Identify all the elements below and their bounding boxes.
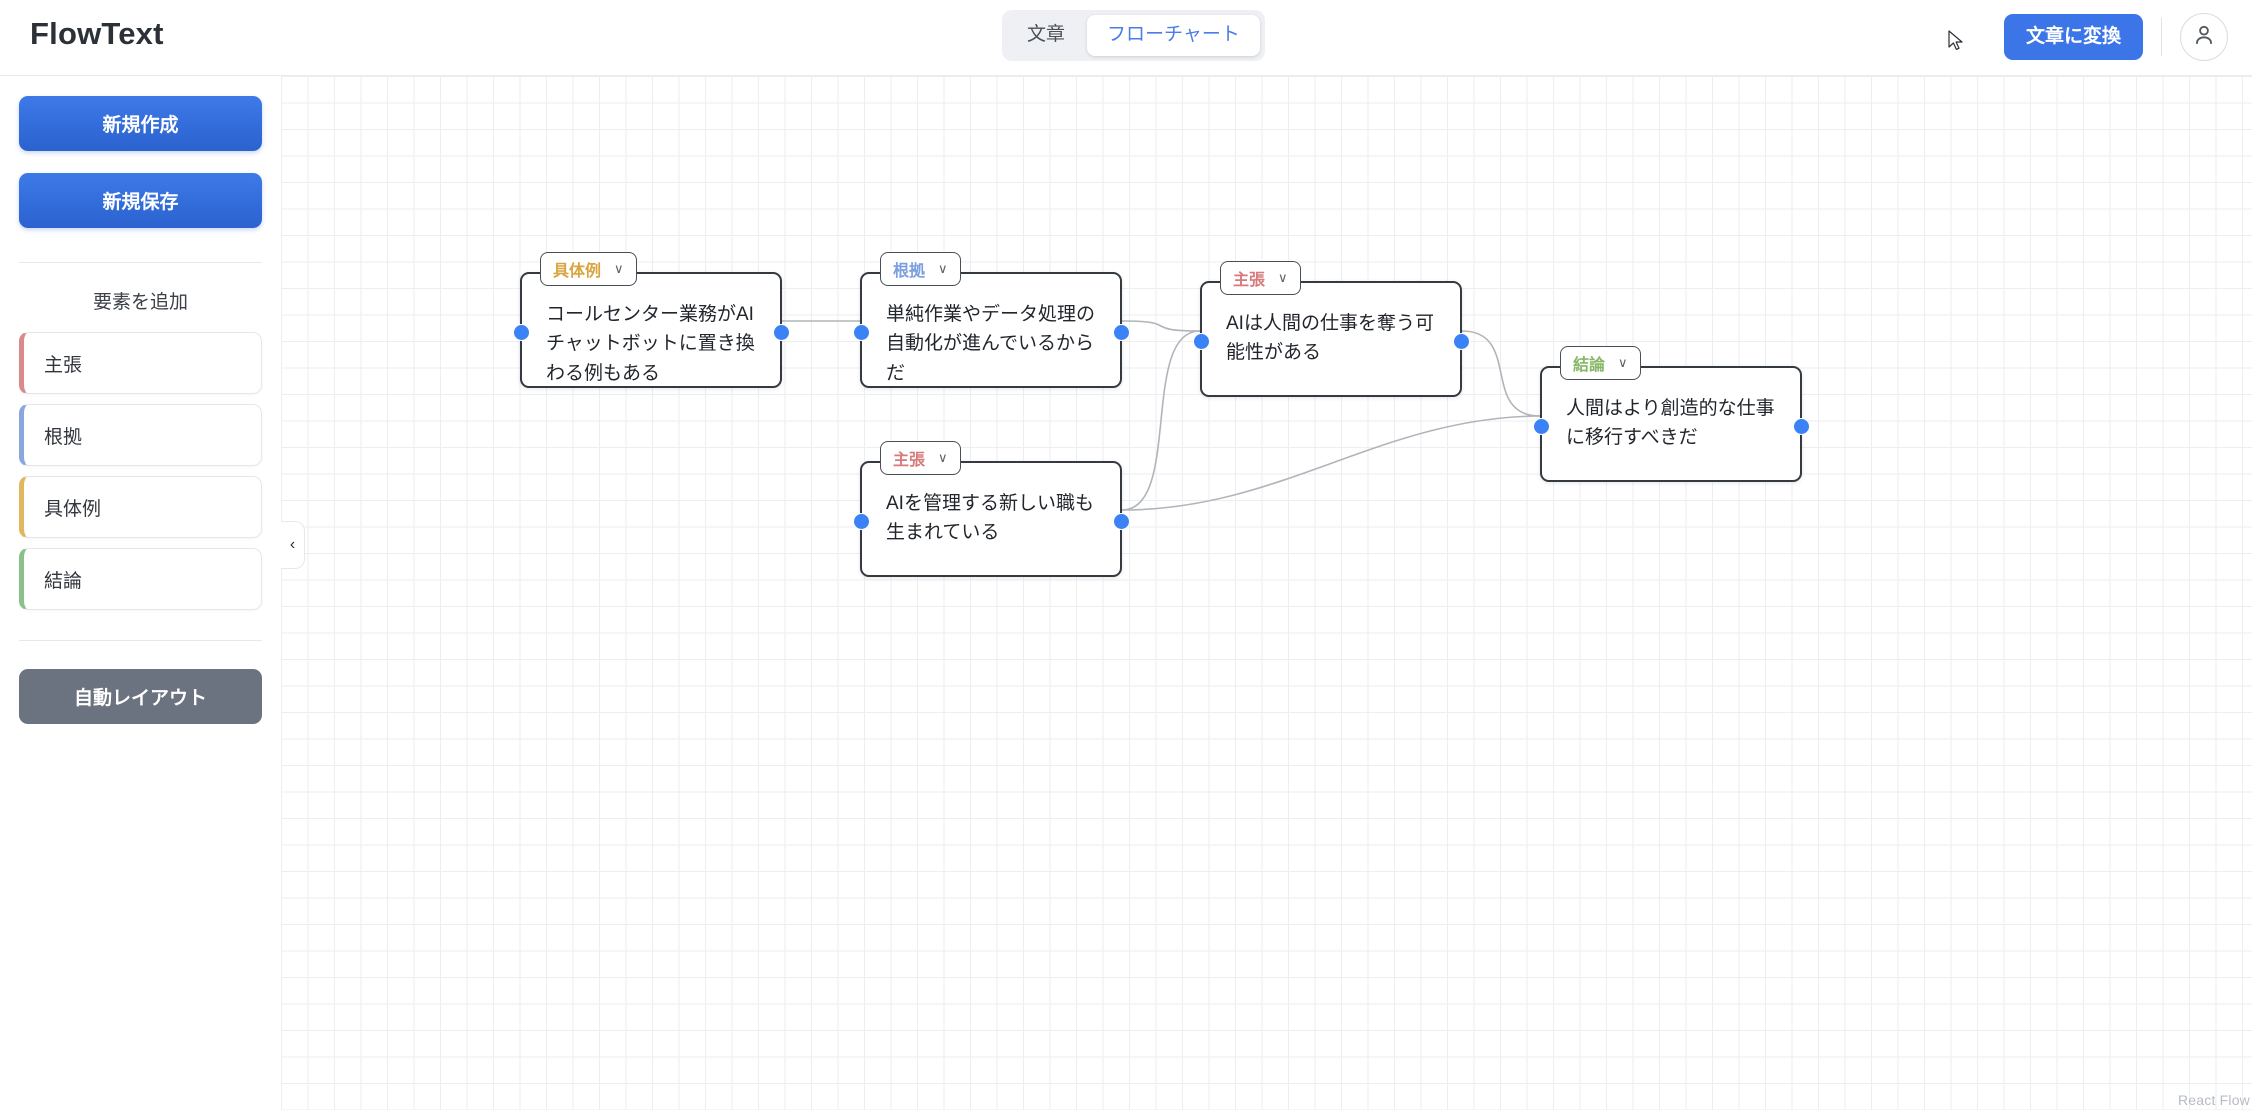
chevron-down-icon: ∨ xyxy=(1278,270,1288,286)
flow-node[interactable]: 根拠∨単純作業やデータ処理の自動化が進んでいるからだ xyxy=(860,272,1122,388)
element-card-label: 根拠 xyxy=(44,422,82,449)
node-type-label: 根拠 xyxy=(893,257,925,281)
tab-text-view[interactable]: 文章 xyxy=(1007,15,1085,56)
element-card-label: 結論 xyxy=(44,566,82,593)
node-type-badge[interactable]: 主張 ∨ xyxy=(880,441,961,475)
chevron-down-icon: ∨ xyxy=(938,261,948,277)
node-handle-right[interactable] xyxy=(1453,333,1470,350)
add-element-title: 要素を追加 xyxy=(19,287,262,314)
node-text[interactable]: AIを管理する新しい職も生まれている xyxy=(862,463,1120,548)
app-title: FlowText xyxy=(30,16,164,52)
node-handle-right[interactable] xyxy=(1793,418,1810,435)
element-card-claim[interactable]: 主張 xyxy=(19,332,262,394)
header-divider xyxy=(2161,18,2162,56)
node-handle-right[interactable] xyxy=(773,324,790,341)
node-type-label: 主張 xyxy=(893,446,925,470)
element-card-example[interactable]: 具体例 xyxy=(19,476,262,538)
flow-edge[interactable] xyxy=(1122,416,1540,510)
node-type-badge[interactable]: 根拠 ∨ xyxy=(880,252,961,286)
chevron-down-icon: ∨ xyxy=(614,261,624,277)
react-flow-attribution: React Flow xyxy=(2178,1092,2250,1108)
node-type-label: 具体例 xyxy=(553,257,601,281)
view-mode-tabs: 文章 フローチャート xyxy=(1002,10,1265,61)
chevron-down-icon: ∨ xyxy=(1618,355,1628,371)
node-text[interactable]: 単純作業やデータ処理の自動化が進んでいるからだ xyxy=(862,274,1120,388)
element-card-label: 具体例 xyxy=(44,494,101,521)
sidebar-divider-top xyxy=(19,262,262,263)
new-create-button[interactable]: 新規作成 xyxy=(19,96,262,151)
mouse-cursor xyxy=(1948,30,1966,52)
user-icon xyxy=(2191,22,2217,53)
flow-node[interactable]: 主張∨AIを管理する新しい職も生まれている xyxy=(860,461,1122,577)
sidebar-divider-bottom xyxy=(19,640,262,641)
element-card-conclusion[interactable]: 結論 xyxy=(19,548,262,610)
avatar[interactable] xyxy=(2180,13,2228,61)
tab-flowchart-view[interactable]: フローチャート xyxy=(1087,15,1260,56)
element-card-label: 主張 xyxy=(44,350,82,377)
app-header: FlowText 文章 フローチャート 文章に変換 xyxy=(0,0,2252,76)
node-type-badge[interactable]: 具体例 ∨ xyxy=(540,252,637,286)
node-text[interactable]: コールセンター業務がAIチャットボットに置き換わる例もある xyxy=(522,274,780,388)
flow-edges xyxy=(281,76,2252,1110)
node-handle-left[interactable] xyxy=(1533,418,1550,435)
flow-node[interactable]: 結論∨人間はより創造的な仕事に移行すべきだ xyxy=(1540,366,1802,482)
node-handle-right[interactable] xyxy=(1113,324,1130,341)
node-type-label: 結論 xyxy=(1573,351,1605,375)
node-handle-left[interactable] xyxy=(853,513,870,530)
flow-edge[interactable] xyxy=(1122,331,1200,510)
sidebar: 新規作成 新規保存 要素を追加 主張 根拠 具体例 結論 自動レイアウト xyxy=(0,76,281,1110)
node-handle-left[interactable] xyxy=(513,324,530,341)
flow-edge[interactable] xyxy=(1122,321,1200,331)
node-text[interactable]: 人間はより創造的な仕事に移行すべきだ xyxy=(1542,368,1800,453)
flow-node[interactable]: 具体例∨コールセンター業務がAIチャットボットに置き換わる例もある xyxy=(520,272,782,388)
auto-layout-button[interactable]: 自動レイアウト xyxy=(19,669,262,724)
chevron-down-icon: ∨ xyxy=(938,450,948,466)
node-type-label: 主張 xyxy=(1233,266,1265,290)
new-save-button[interactable]: 新規保存 xyxy=(19,173,262,228)
convert-to-text-button[interactable]: 文章に変換 xyxy=(2004,14,2143,61)
node-text[interactable]: AIは人間の仕事を奪う可能性がある xyxy=(1202,283,1460,368)
node-type-badge[interactable]: 主張 ∨ xyxy=(1220,261,1301,295)
header-actions: 文章に変換 xyxy=(2004,13,2228,61)
sidebar-collapse-toggle[interactable]: ‹ xyxy=(281,521,305,569)
flow-edge[interactable] xyxy=(1462,331,1540,416)
chevron-left-icon: ‹ xyxy=(290,536,295,554)
element-card-evidence[interactable]: 根拠 xyxy=(19,404,262,466)
flow-node[interactable]: 主張∨AIは人間の仕事を奪う可能性がある xyxy=(1200,281,1462,397)
node-handle-right[interactable] xyxy=(1113,513,1130,530)
node-handle-left[interactable] xyxy=(853,324,870,341)
node-type-badge[interactable]: 結論 ∨ xyxy=(1560,346,1641,380)
node-handle-left[interactable] xyxy=(1193,333,1210,350)
flow-canvas[interactable]: 具体例∨コールセンター業務がAIチャットボットに置き換わる例もある根拠∨単純作業… xyxy=(281,76,2252,1110)
